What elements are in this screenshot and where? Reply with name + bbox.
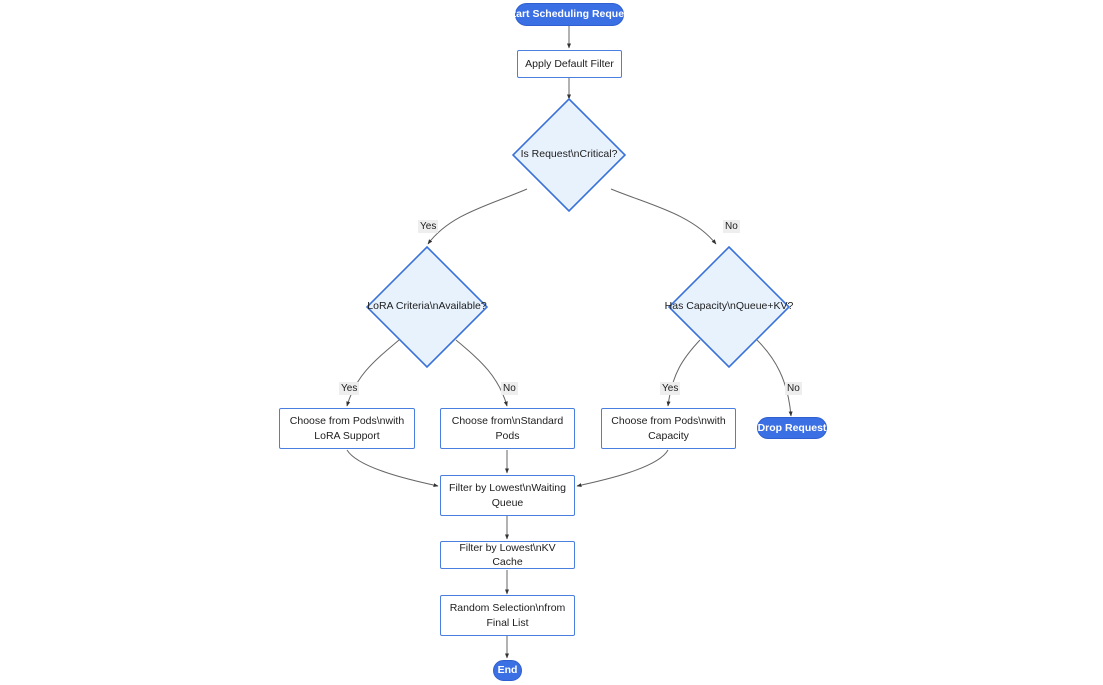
node-lora-criteria-available-label: LoRA Criteria\nAvailable?	[367, 300, 487, 313]
node-filter-kv-cache[interactable]: Filter by Lowest\nKV Cache	[440, 541, 575, 569]
edge-label-lora-yes: Yes	[339, 382, 360, 395]
diamond-shape-icon	[366, 246, 488, 368]
node-end-label: End	[497, 664, 518, 677]
edge-label-critical-yes: Yes	[418, 220, 439, 233]
node-choose-standard-pods[interactable]: Choose from\nStandard Pods	[440, 408, 575, 449]
edge-pods-capacity-to-filter-queue	[576, 449, 669, 488]
node-has-capacity-queue-kv[interactable]: Has Capacity\nQueue+KV?	[665, 246, 793, 368]
edge-label-lora-no: No	[501, 382, 518, 395]
node-random-selection-line1: Random Selection\nfrom	[449, 602, 566, 615]
node-is-request-critical[interactable]: Is Request\nCritical?	[512, 98, 626, 212]
edge-label-critical-no: No	[723, 220, 740, 233]
node-start[interactable]: Start Scheduling Request	[506, 3, 633, 26]
edge-label-capacity-yes: Yes	[660, 382, 681, 395]
node-random-selection-line2: Final List	[486, 616, 529, 629]
diamond-shape-icon	[668, 246, 790, 368]
node-filter-waiting-queue-line1: Filter by Lowest\nWaiting	[449, 482, 566, 495]
edge-critical-no-to-capacity	[610, 188, 717, 245]
node-lora-criteria-available[interactable]: LoRA Criteria\nAvailable?	[366, 246, 488, 368]
node-filter-waiting-queue[interactable]: Filter by Lowest\nWaiting Queue	[440, 475, 575, 516]
node-has-capacity-queue-kv-label: Has Capacity\nQueue+KV?	[664, 300, 794, 313]
node-drop-request[interactable]: Drop Request	[757, 417, 827, 439]
node-filter-kv-cache-label: Filter by Lowest\nKV Cache	[459, 541, 556, 568]
node-choose-pods-capacity-line1: Choose from Pods\nwith	[611, 415, 726, 428]
node-choose-pods-lora-support-line2: LoRA Support	[314, 429, 380, 442]
node-apply-default-filter[interactable]: Apply Default Filter	[517, 50, 622, 78]
diamond-shape-icon	[512, 98, 626, 212]
edge-pods-lora-to-filter-queue	[346, 449, 439, 488]
node-choose-standard-pods-line1: Choose from\nStandard	[451, 415, 564, 428]
edge-label-capacity-no: No	[785, 382, 802, 395]
node-choose-standard-pods-line2: Pods	[495, 429, 520, 442]
node-choose-pods-capacity[interactable]: Choose from Pods\nwith Capacity	[601, 408, 736, 449]
node-is-request-critical-label: Is Request\nCritical?	[520, 148, 618, 161]
node-choose-pods-capacity-line2: Capacity	[648, 429, 689, 442]
node-random-selection[interactable]: Random Selection\nfrom Final List	[440, 595, 575, 636]
node-choose-pods-lora-support-line1: Choose from Pods\nwith	[289, 415, 405, 428]
node-end[interactable]: End	[493, 660, 522, 681]
node-apply-default-filter-label: Apply Default Filter	[525, 57, 614, 70]
node-filter-waiting-queue-line2: Queue	[491, 496, 524, 509]
node-choose-pods-lora-support[interactable]: Choose from Pods\nwith LoRA Support	[279, 408, 415, 449]
node-start-label: Start Scheduling Request	[505, 8, 634, 21]
node-drop-request-label: Drop Request	[757, 421, 827, 434]
